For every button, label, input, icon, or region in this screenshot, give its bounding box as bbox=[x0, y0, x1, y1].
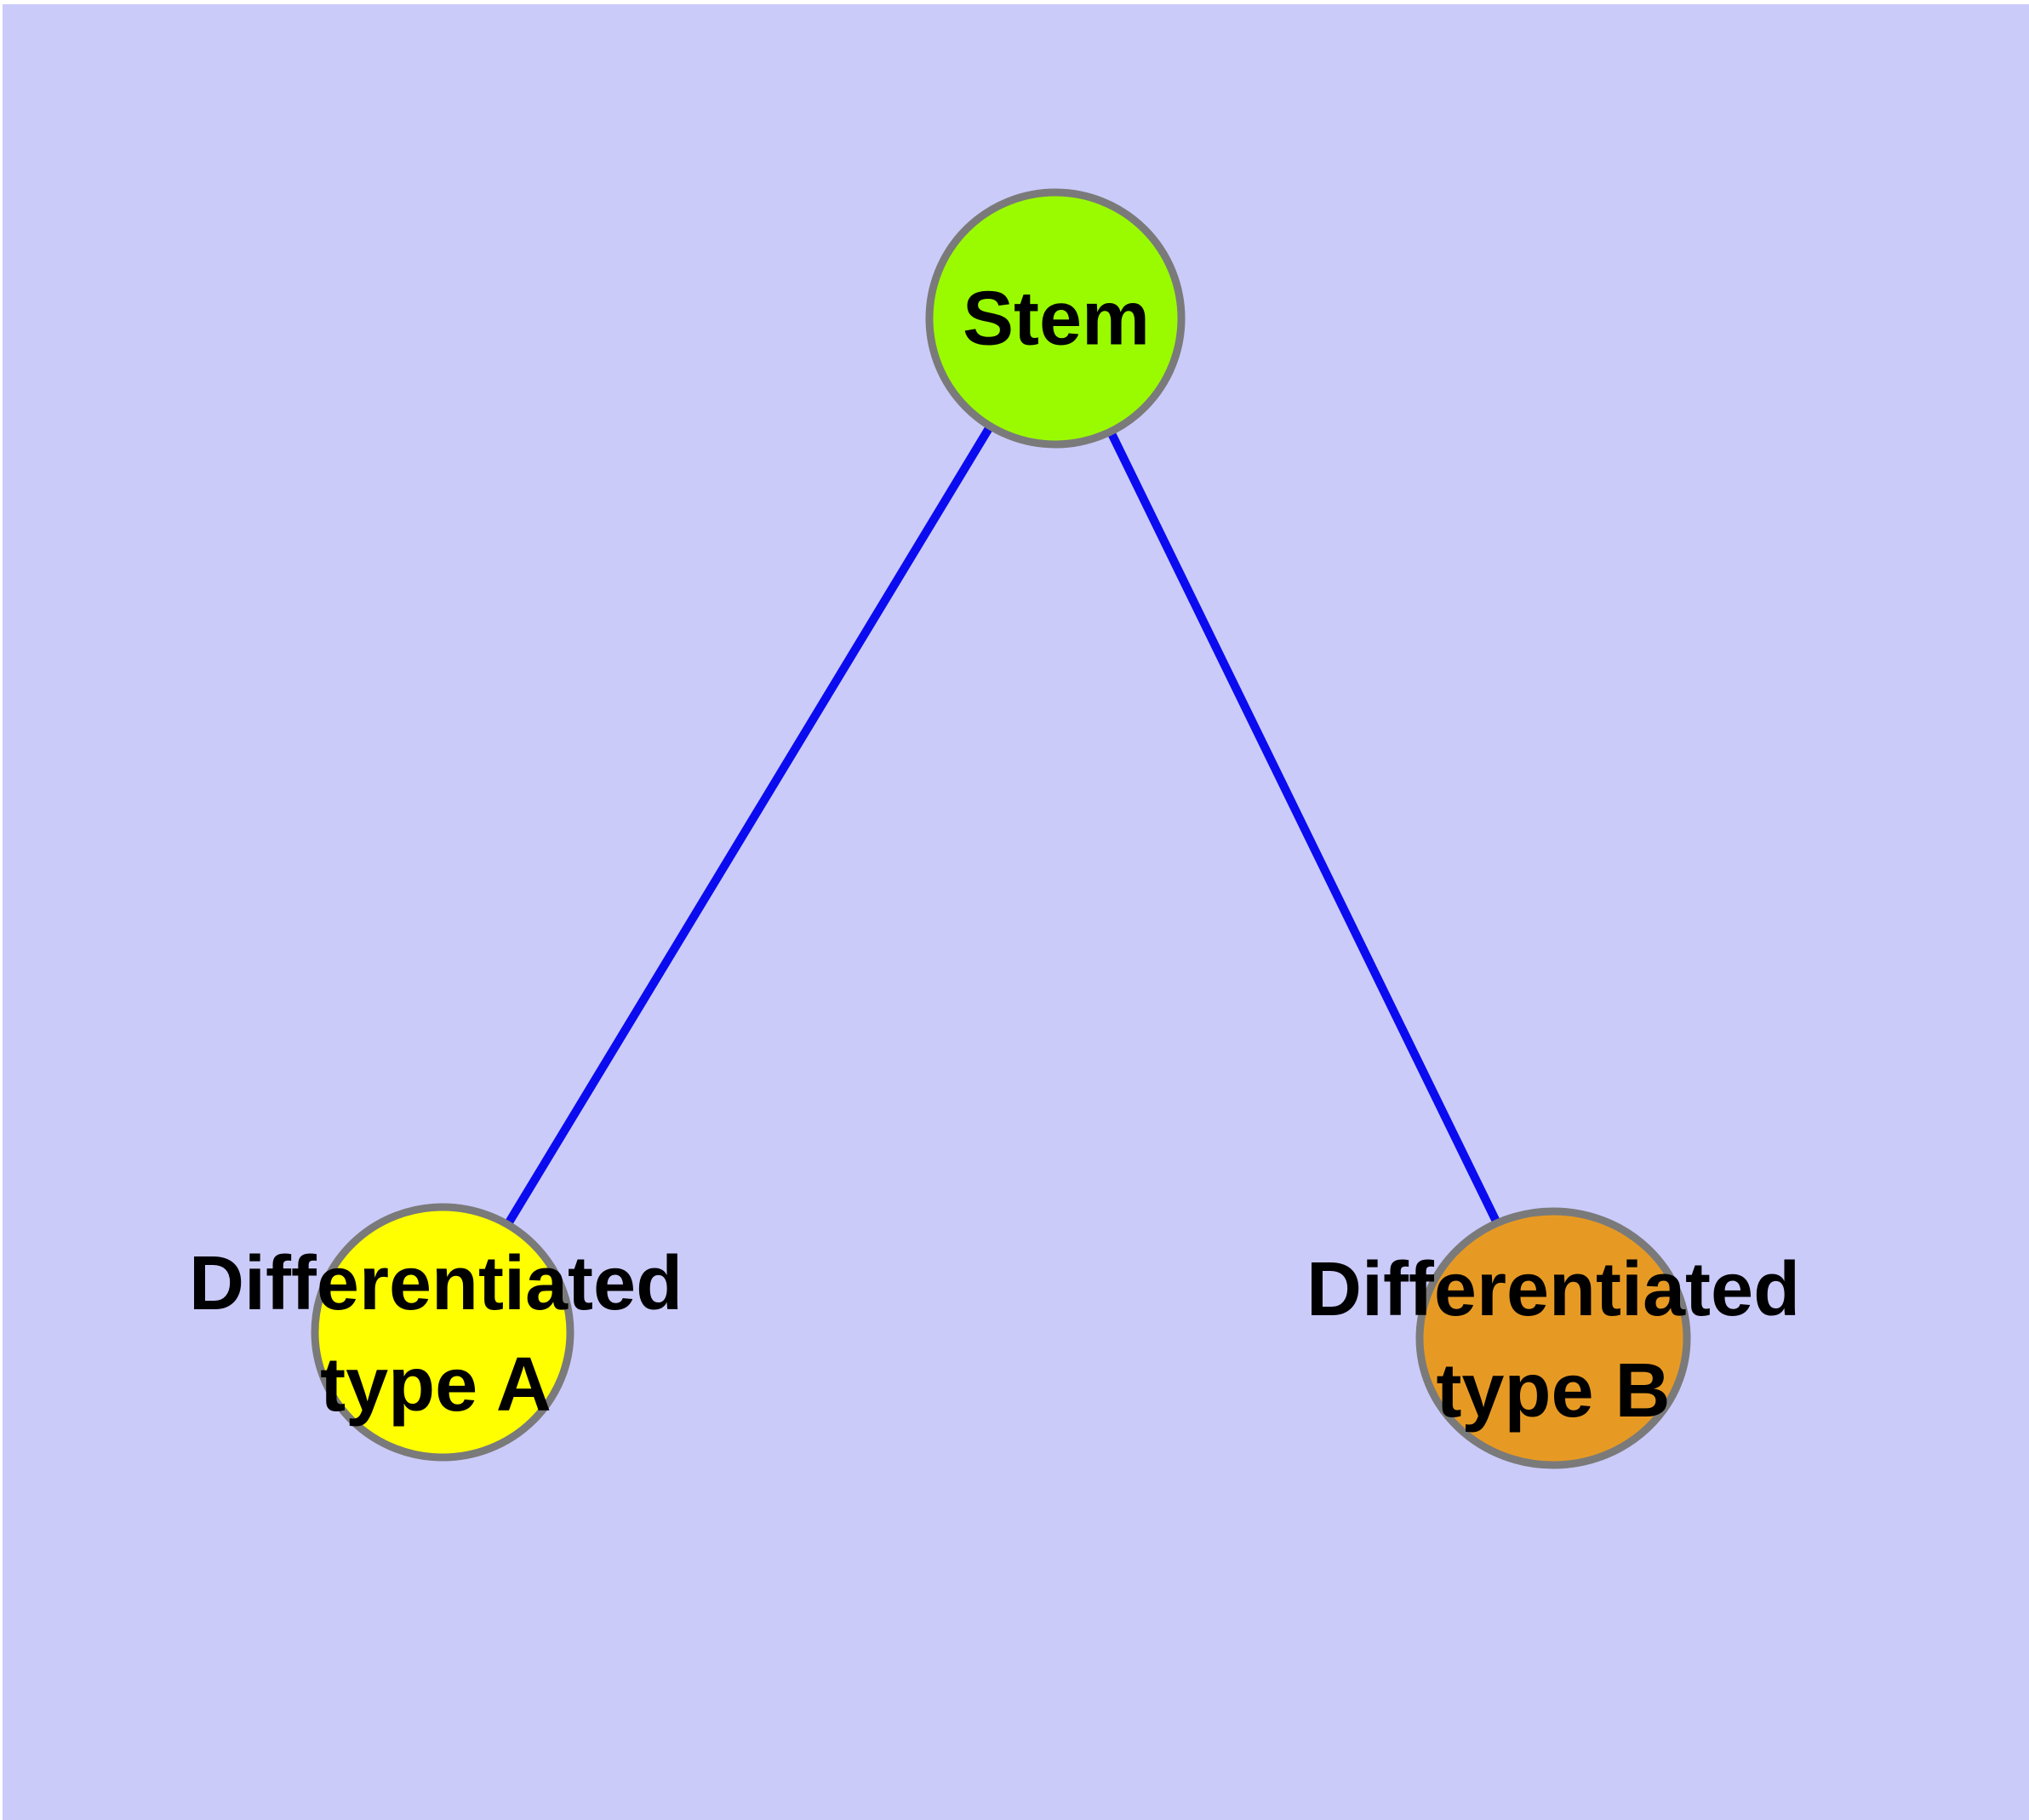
node-label-differentiated-type-a: Differentiated type A bbox=[188, 1241, 683, 1428]
diagram-canvas: Stem Differentiated type A Differentiate… bbox=[3, 4, 2029, 1820]
node-stem bbox=[925, 188, 1186, 449]
node-differentiated-type-b bbox=[1415, 1207, 1691, 1469]
node-label-differentiated-type-b: Differentiated type B bbox=[1306, 1247, 1801, 1434]
edge-stem-to-type-b bbox=[1051, 316, 1557, 1341]
node-differentiated-type-a bbox=[311, 1203, 574, 1462]
node-label-stem: Stem bbox=[962, 276, 1151, 362]
graph-svg bbox=[311, 188, 1691, 1469]
edge-stem-to-type-a bbox=[438, 316, 1060, 1335]
